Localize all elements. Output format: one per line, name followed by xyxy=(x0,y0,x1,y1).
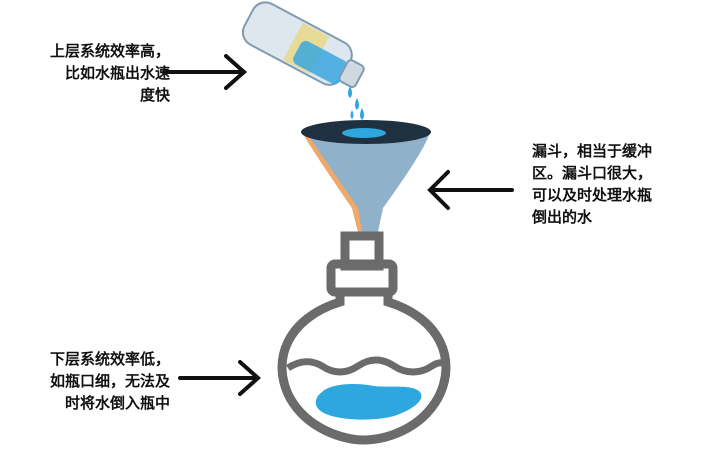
water-droplets xyxy=(348,86,364,120)
label-bottom-line-1: 下层系统效率低， xyxy=(49,350,170,368)
label-right-line-3: 可以及时处理水瓶 xyxy=(532,186,653,204)
label-top-line-1: 上层系统效率高， xyxy=(49,42,170,60)
funnel xyxy=(301,120,431,232)
label-top: 上层系统效率高， 比如水瓶出水速 度快 xyxy=(20,40,170,106)
label-top-line-2: 比如水瓶出水速 xyxy=(64,64,170,82)
label-top-line-3: 度快 xyxy=(139,86,170,104)
label-bottom: 下层系统效率低， 如瓶口细，无法及 时将水倒入瓶中 xyxy=(12,348,170,414)
arrow-right xyxy=(427,170,514,210)
label-right-line-4: 倒出的水 xyxy=(532,208,593,226)
label-bottom-line-3: 时将水倒入瓶中 xyxy=(64,394,170,412)
label-bottom-line-2: 如瓶口细，无法及 xyxy=(49,372,170,390)
water-bottle xyxy=(241,1,365,88)
arrow-bottom xyxy=(178,360,262,396)
flask xyxy=(277,231,451,445)
label-right-line-1: 漏斗，相当于缓冲 xyxy=(532,142,653,160)
flask-water-wave xyxy=(286,356,448,376)
flask-water-puddle xyxy=(315,384,422,420)
label-right-line-2: 区。漏斗口很大， xyxy=(532,164,653,182)
label-right: 漏斗，相当于缓冲 区。漏斗口很大， 可以及时处理水瓶 倒出的水 xyxy=(532,140,702,228)
arrow-top xyxy=(162,54,248,90)
